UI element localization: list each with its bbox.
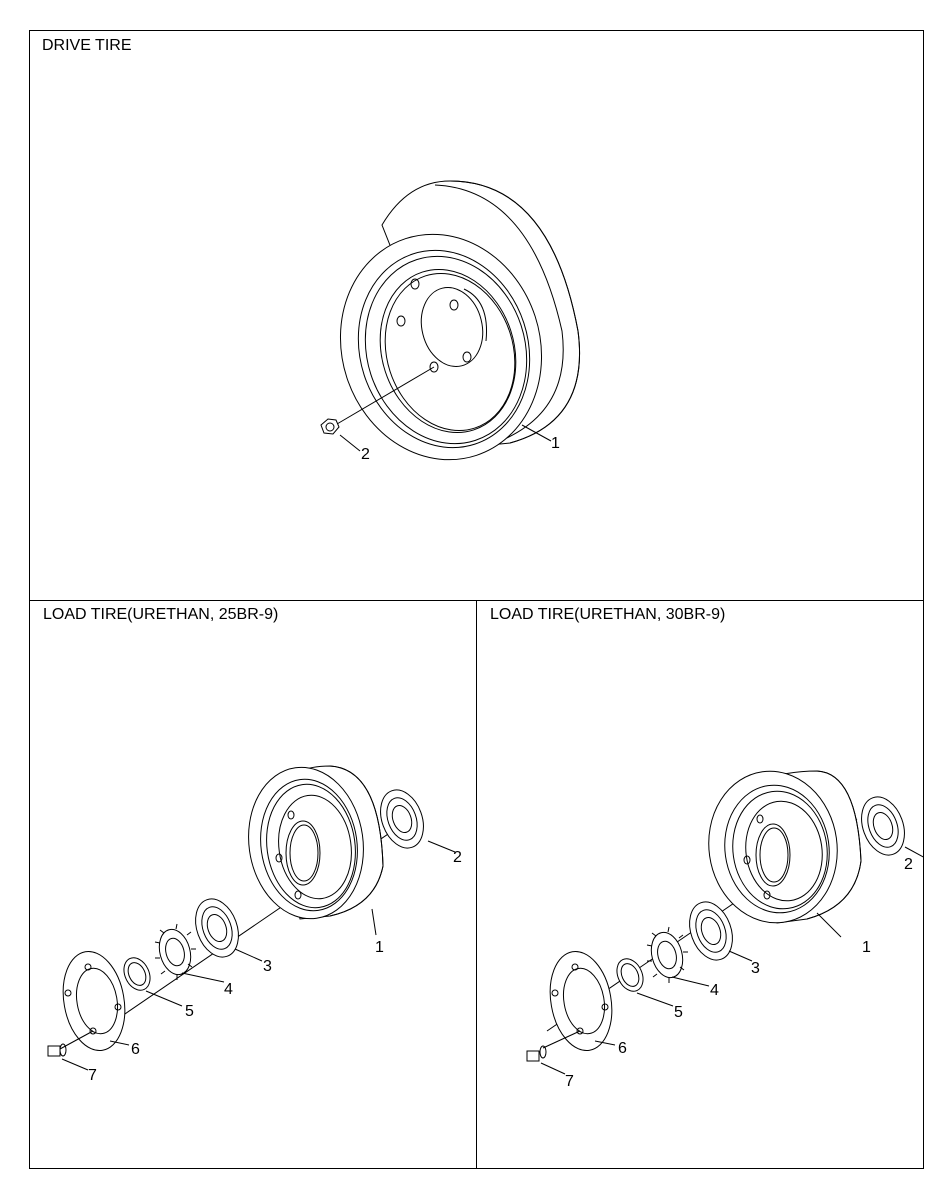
load25-nut-part-5 [123,957,151,991]
load30-cover-part-6 [549,950,613,1052]
load25-cover-part-6 [62,950,126,1052]
load25-callout-7: 7 [88,1067,97,1084]
drive-callout-2: 2 [361,446,370,463]
load-tire-30-drawing: 1 2 3 4 5 6 7 [526,770,923,1090]
load25-callout-3: 3 [263,958,272,975]
load30-bearing-part-2 [861,796,905,856]
load30-bolt-part-7 [526,1030,581,1062]
panel-title-drive-tire: DRIVE TIRE [42,37,132,54]
load30-lockwasher-part-4 [646,926,688,983]
load30-callout-1: 1 [862,939,871,956]
diagram-frame: DRIVE TIRE [29,30,924,1169]
load25-callout-6: 6 [131,1041,140,1058]
panel-title-load-tire-25br9: LOAD TIRE(URETHAN, 25BR-9) [43,606,279,623]
load30-callout-3: 3 [751,960,760,977]
load25-bearing-part-3 [195,898,239,958]
drive-tire-drawing: 1 2 [320,180,581,463]
panel-drive-tire: DRIVE TIRE [30,31,923,601]
load25-callout-4: 4 [224,981,233,998]
load25-bearing-part-2 [380,789,424,849]
load30-callout-4: 4 [710,982,719,999]
load30-nut-part-5 [616,958,644,992]
panel-load-tire-25br9: LOAD TIRE(URETHAN, 25BR-9) [30,601,477,1168]
panel-title-load-tire-30br9: LOAD TIRE(URETHAN, 30BR-9) [490,606,726,623]
load30-bearing-part-3 [689,901,733,961]
load30-tire-part-1 [708,770,862,924]
load25-lockwasher-part-4 [154,923,196,980]
load30-callout-5: 5 [674,1004,683,1021]
load30-callout-7: 7 [565,1073,574,1090]
load30-callout-2: 2 [904,856,913,873]
drive-leader-1 [521,424,552,442]
panel-load-tire-30br9: LOAD TIRE(URETHAN, 30BR-9) [477,601,923,1168]
drive-nut-part-2 [320,366,435,435]
load-tire-25-drawing: 1 2 3 4 5 6 7 [47,765,462,1084]
load25-callout-5: 5 [185,1003,194,1020]
load30-callout-6: 6 [618,1040,627,1057]
drive-tire-part-1 [339,180,581,461]
load25-callout-2: 2 [453,849,462,866]
load25-callout-1: 1 [375,939,384,956]
load25-tire-part-1 [248,765,384,920]
drive-callout-1: 1 [551,435,560,452]
drive-leader-2 [339,434,361,452]
load25-bolt-part-7 [47,1030,94,1057]
